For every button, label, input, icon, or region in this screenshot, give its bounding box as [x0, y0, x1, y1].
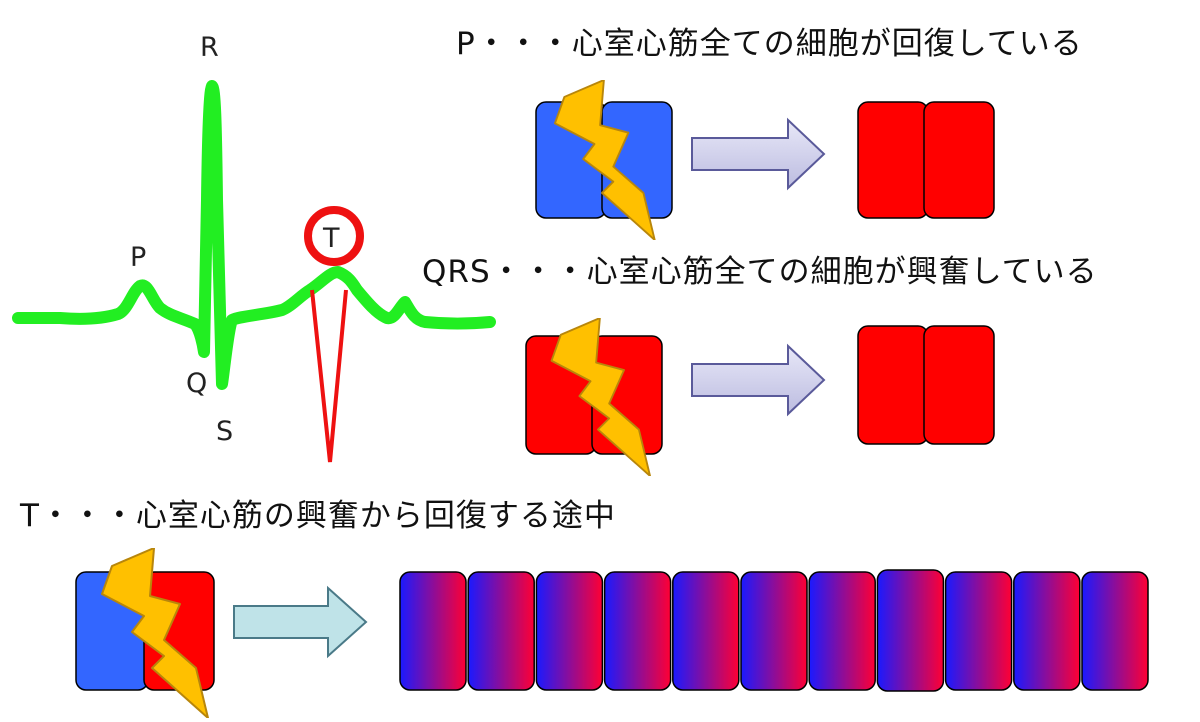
- cell-red-right: [923, 325, 995, 445]
- label-p: P: [130, 242, 146, 273]
- cell-gradient: [467, 571, 535, 691]
- t-wave-marker-lines: [310, 289, 348, 463]
- section-p: [535, 80, 995, 240]
- cell-gradient: [399, 571, 467, 691]
- label-s: S: [216, 416, 233, 447]
- heading-p: P・・・心室心筋全ての細胞が回復している: [456, 26, 1083, 62]
- heading-t: T・・・心室心筋の興奮から回復する途中: [20, 498, 616, 534]
- t-wave-highlight-circle: [304, 206, 364, 266]
- cell-gradient: [672, 571, 740, 691]
- cell-gradient: [808, 571, 876, 691]
- cell-red-left: [857, 325, 929, 445]
- right-arrow-icon: [691, 117, 826, 191]
- recovering-cells-row: [399, 569, 1149, 692]
- ecg-waveform: [12, 80, 496, 390]
- cell-gradient: [603, 571, 672, 691]
- cell-red-right: [923, 101, 995, 219]
- label-q: Q: [186, 368, 207, 399]
- right-arrow-icon: [691, 343, 826, 417]
- cell-gradient: [1081, 571, 1149, 691]
- cell-red-left: [857, 101, 929, 219]
- section-t: [75, 548, 1149, 718]
- cell-gradient: [1013, 571, 1081, 691]
- label-t: T: [322, 223, 340, 254]
- section-qrs: [525, 318, 995, 476]
- cell-gradient: [740, 571, 808, 691]
- right-arrow-icon: [233, 585, 368, 659]
- label-r: R: [200, 32, 219, 63]
- heading-qrs: QRS・・・心室心筋全ての細胞が興奮している: [422, 254, 1098, 290]
- cell-gradient: [535, 571, 604, 691]
- cell-gradient: [944, 571, 1013, 691]
- cell-gradient: [876, 569, 945, 692]
